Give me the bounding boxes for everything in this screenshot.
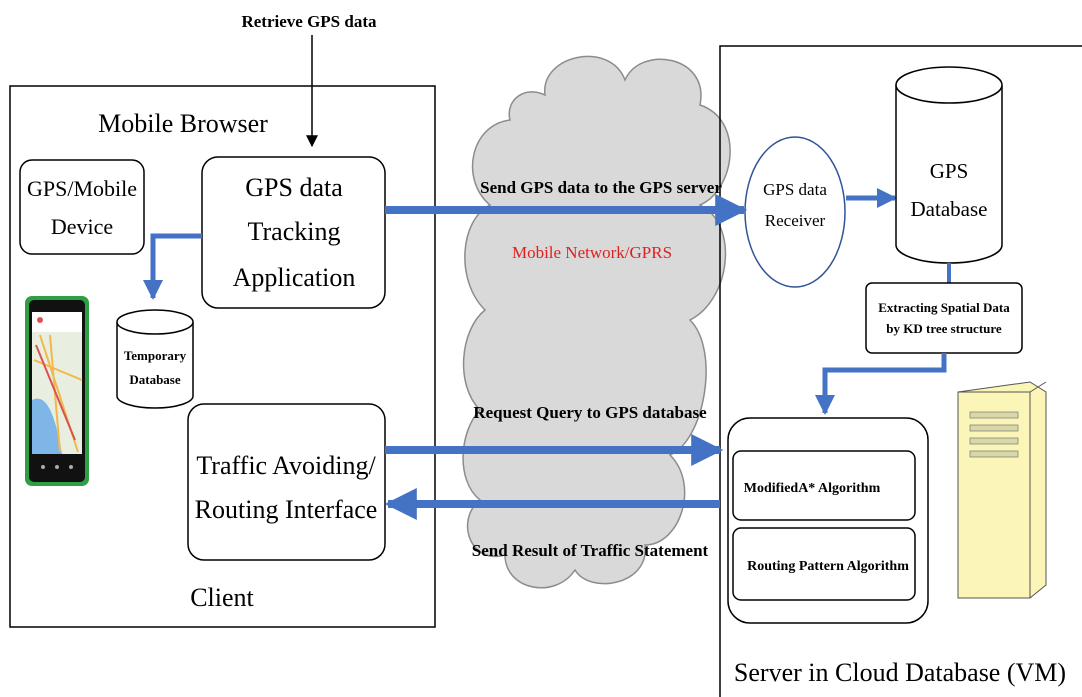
temp-db-line-1: Temporary (124, 348, 187, 363)
extract-to-algorithms-arrow (815, 353, 947, 415)
gps-device-line-2: Device (51, 214, 113, 239)
extracting-box (865, 282, 1023, 354)
extracting-line-2: by KD tree structure (886, 321, 1002, 336)
tracking-app-line-3: Application (233, 263, 356, 292)
routing-pattern-label: Routing Pattern Algorithm (747, 559, 909, 574)
retrieve-gps-label: Retrieve GPS data (241, 12, 377, 31)
traffic-interface-line-1: Traffic Avoiding/ (196, 451, 376, 480)
tracking-app-box (201, 156, 386, 309)
client-panel (9, 85, 436, 628)
receiver-line-1: GPS data (763, 180, 827, 199)
temp-db-line-2: Database (129, 372, 181, 387)
gps-db-line-1: GPS (930, 159, 969, 183)
smartphone-map-icon (25, 296, 89, 486)
traffic-interface-line-2: Routing Interface (195, 495, 378, 524)
client-panel-title: Mobile Browser (98, 109, 268, 138)
mobile-network-label: Mobile Network/GPRS (512, 243, 672, 262)
extracting-line-1: Extracting Spatial Data (878, 300, 1010, 315)
client-label: Client (190, 583, 254, 612)
server-tower-icon (957, 381, 1047, 599)
tracking-app-line-1: GPS data (245, 173, 343, 202)
gps-db-line-2: Database (911, 197, 988, 221)
send-gps-label: Send GPS data to the GPS server (480, 178, 722, 197)
server-panel (719, 45, 1082, 697)
app-to-tempdb-arrow (143, 233, 202, 300)
traffic-interface-box (187, 403, 386, 561)
gps-device-line-1: GPS/Mobile (27, 176, 137, 201)
modified-astar-box (732, 450, 916, 521)
receiver-line-2: Receiver (765, 211, 826, 230)
temporary-database-cylinder (116, 309, 194, 409)
send-result-label: Send Result of Traffic Statement (472, 541, 709, 560)
routing-pattern-box (732, 527, 916, 601)
tracking-app-line-2: Tracking (248, 217, 341, 246)
mobile-network-cloud (462, 55, 731, 589)
modified-astar-label: ModifiedA* Algorithm (744, 481, 881, 496)
request-query-label: Request Query to GPS database (473, 403, 707, 422)
gps-mobile-device-box (19, 159, 145, 255)
server-label: Server in Cloud Database (VM) (734, 658, 1066, 687)
